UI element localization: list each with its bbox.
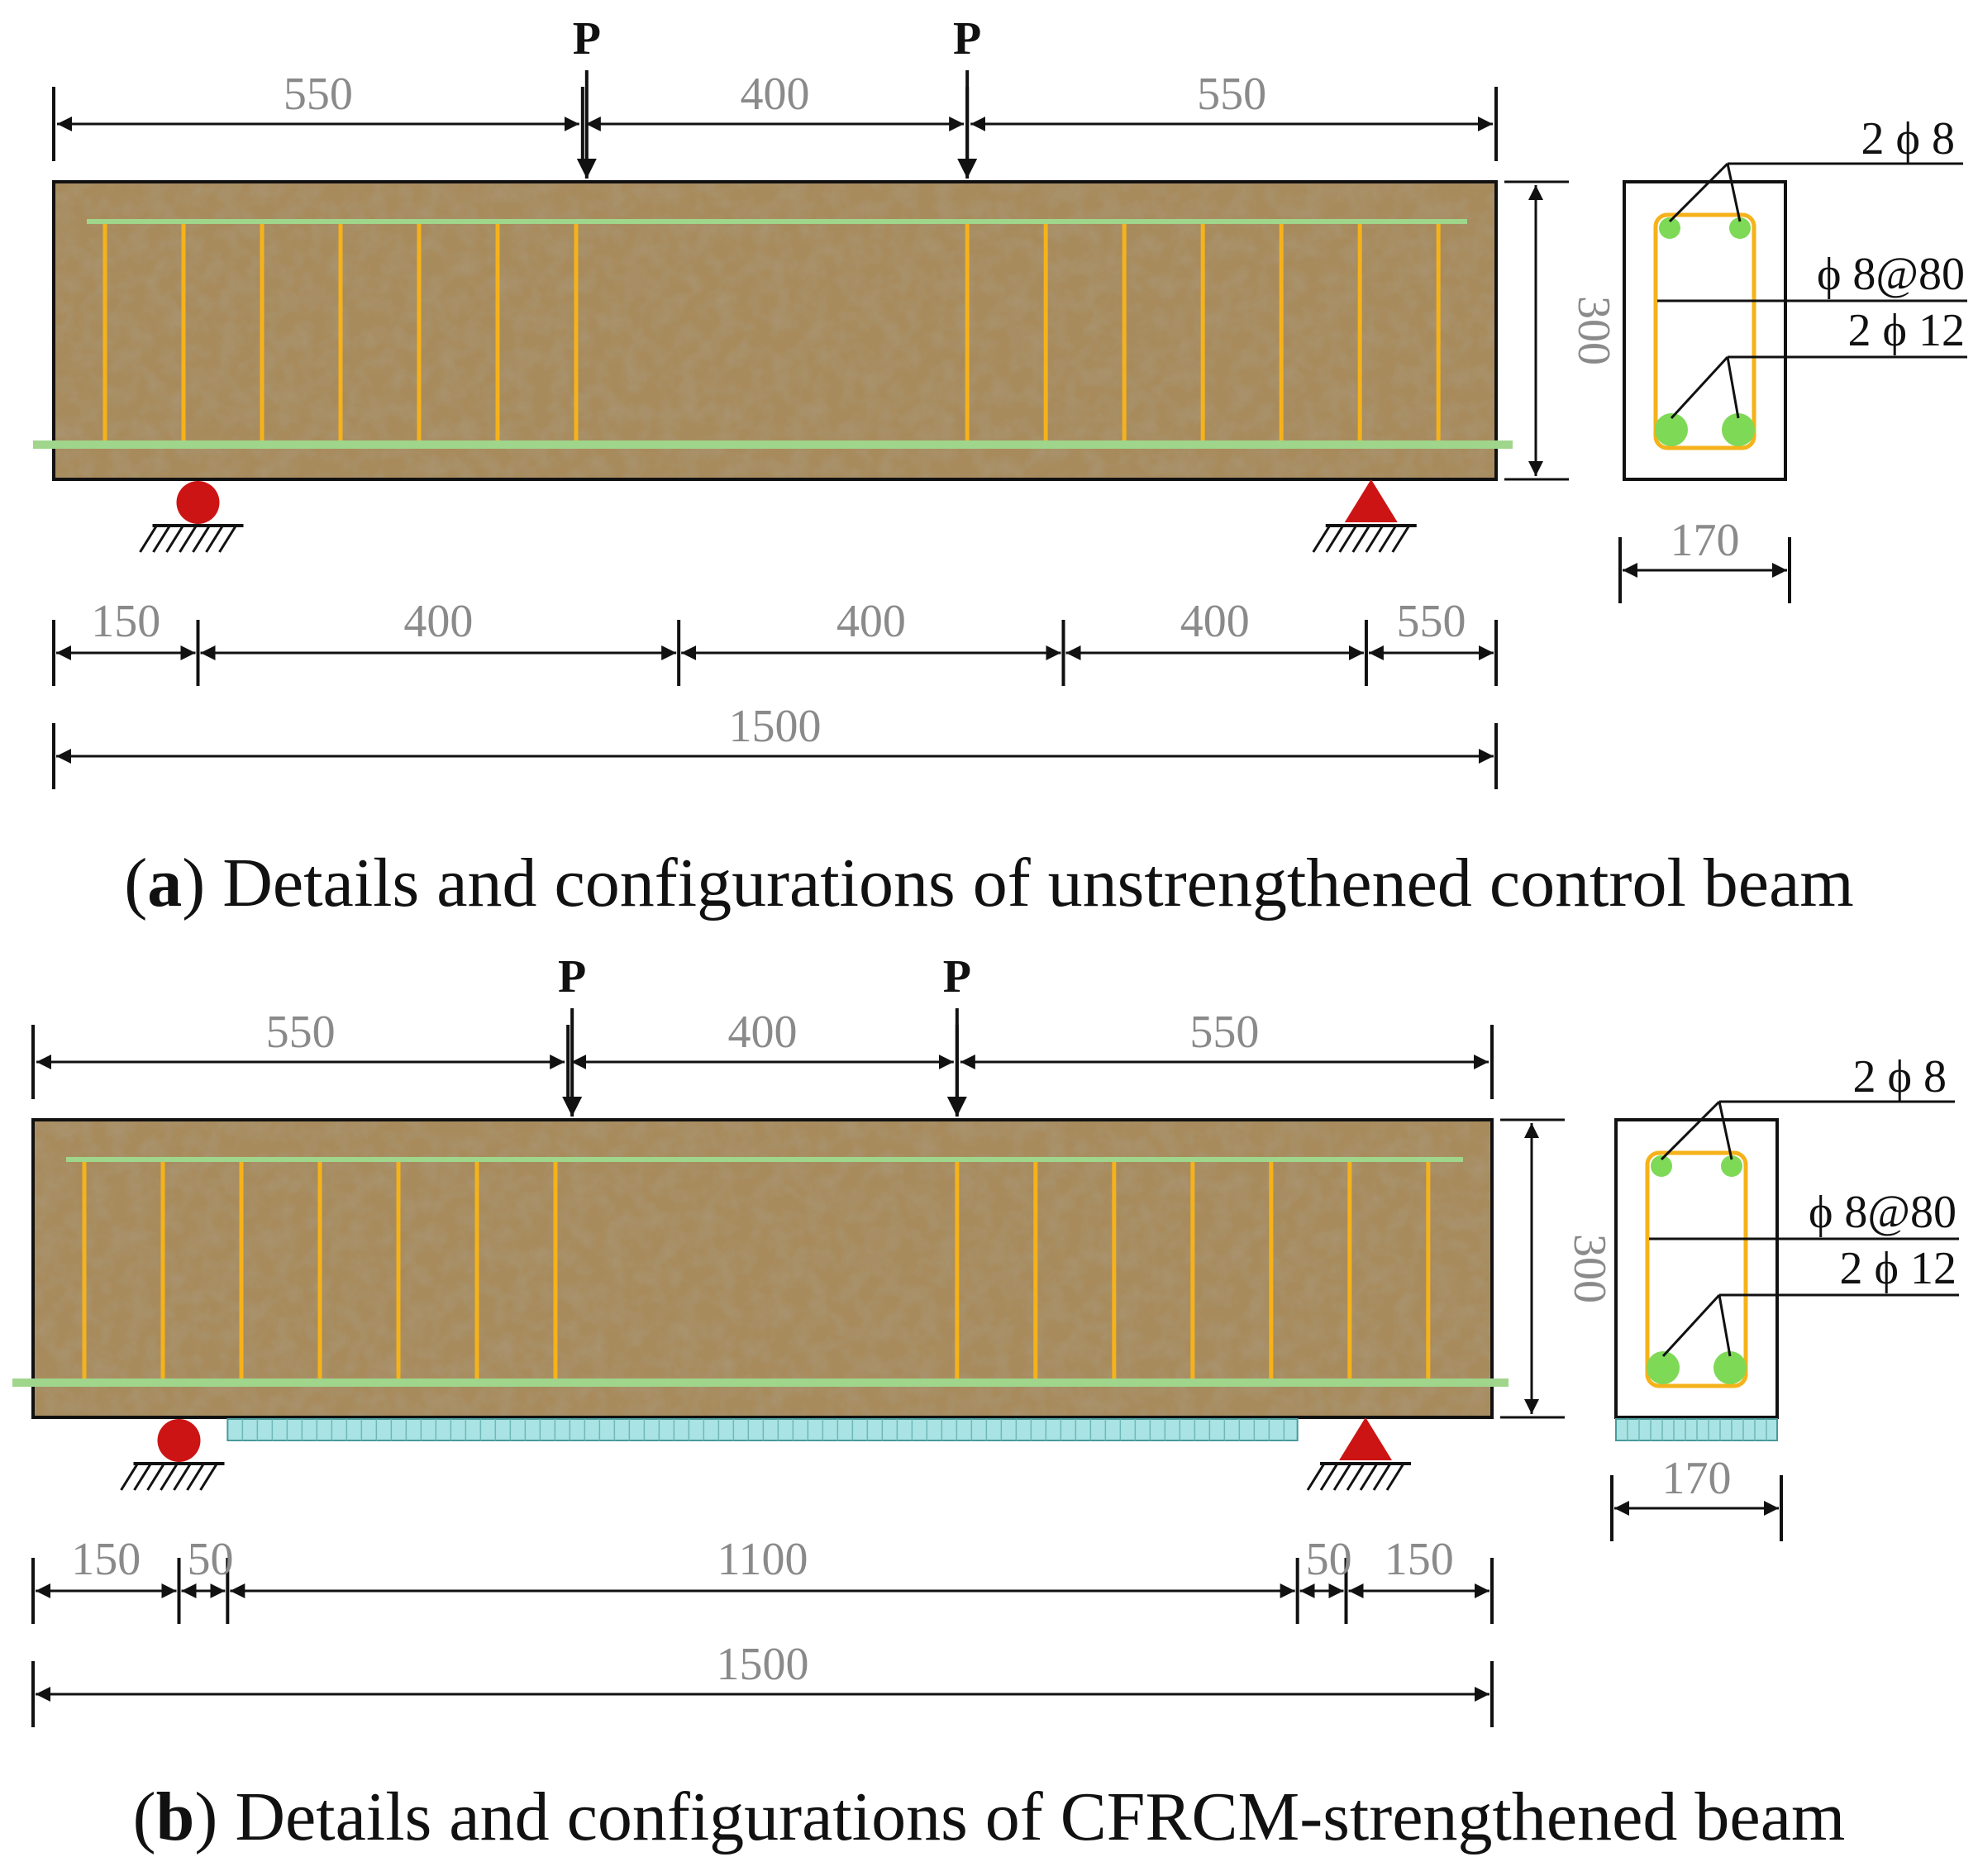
leader-top-bar-1 <box>1718 1101 1733 1160</box>
section-outline <box>1623 180 1787 481</box>
top-dim-2-label: 550 <box>1197 69 1266 120</box>
leader-bottom-bar-1 <box>1718 1294 1732 1357</box>
bottom-dim-3-label: 400 <box>1180 596 1250 647</box>
bottom-dim-2-label: 1100 <box>717 1534 808 1585</box>
ground-hatch <box>1325 525 1345 553</box>
top-dim-0-label: 550 <box>284 69 353 120</box>
total-dim-label: 1500 <box>729 701 822 752</box>
ground-hatch <box>1338 525 1358 553</box>
ground-hatch <box>1365 525 1385 553</box>
section-bottom-bar-1 <box>1713 1351 1747 1384</box>
top-dim-0-label: 550 <box>266 1007 336 1058</box>
bottom-dim-0-label: 150 <box>91 596 160 647</box>
width-dim-label: 170 <box>1671 515 1740 566</box>
load-label-1: P <box>943 951 971 1002</box>
leader-bottom-bar-0 <box>1670 355 1729 420</box>
beam-outline <box>52 180 1498 481</box>
beam-concrete <box>54 182 1496 479</box>
leader-top-bar-0 <box>1668 162 1729 223</box>
caption-b-text: Details and configurations of CFRCM-stre… <box>235 1778 1846 1855</box>
ground-hatch <box>1359 1463 1379 1491</box>
section-outline <box>1614 1118 1779 1419</box>
top-dim-2-label: 550 <box>1189 1007 1259 1058</box>
caption-a-letter: a <box>147 845 183 921</box>
pin-support <box>1344 479 1398 522</box>
ground-hatch <box>165 525 184 553</box>
ground-hatch <box>160 1463 179 1491</box>
ground-hatch <box>120 1463 139 1491</box>
label-top-bars: 2 ϕ 8 <box>1861 113 1955 164</box>
ground-hatch <box>146 1463 165 1491</box>
bottom-dim-1-label: 400 <box>403 596 473 647</box>
caption-a-text: Details and configurations of unstrength… <box>222 845 1854 921</box>
ground-hatch <box>1306 1463 1326 1491</box>
caption-a: (a) Details and configurations of unstre… <box>124 845 1854 921</box>
section-top-bar-0 <box>1651 1155 1672 1177</box>
ground-hatch <box>1346 1463 1366 1491</box>
ground-hatch <box>1391 525 1411 553</box>
cfrcm-laminate <box>226 1418 1299 1441</box>
ground-hatch <box>205 525 224 553</box>
panel-a: 550 400 550 P P 300 150 400 400 400 550 1500 2 ϕ 8 ϕ … <box>33 13 1967 789</box>
ground-hatch <box>199 1463 218 1491</box>
width-dim-label: 170 <box>1662 1453 1732 1504</box>
load-label-0: P <box>558 951 586 1002</box>
ground-hatch <box>152 525 171 553</box>
bottom-dim-4-label: 150 <box>1385 1534 1454 1585</box>
beam-concrete <box>33 1120 1492 1417</box>
load-label-0: P <box>573 13 601 64</box>
leader-bottom-bar-0 <box>1661 1293 1721 1358</box>
panel-b: 550 400 550 P P 300 150 50 1100 50 150 1500 2 ϕ 8 ϕ 8… <box>12 951 1959 1727</box>
ground-hatch <box>1332 1463 1352 1491</box>
label-bottom-bars: 2 ϕ 12 <box>1848 305 1965 356</box>
section-bottom-bar-0 <box>1655 413 1688 446</box>
section-bottom-bar-0 <box>1647 1351 1680 1384</box>
top-dim-1-label: 400 <box>728 1007 798 1058</box>
roller-support <box>157 1419 201 1462</box>
bottom-dim-3-label: 50 <box>1306 1534 1352 1585</box>
ground-hatch <box>1319 1463 1339 1491</box>
ground-hatch <box>1351 525 1371 553</box>
ground-hatch <box>1378 525 1398 553</box>
section-stirrup <box>1653 212 1756 450</box>
section-top-bar-1 <box>1729 217 1751 239</box>
roller-support <box>176 481 220 524</box>
bottom-dim-1-label: 50 <box>188 1534 234 1585</box>
ground-hatch <box>179 525 198 553</box>
section-top-bar-0 <box>1659 217 1680 239</box>
ground-hatch <box>139 525 158 553</box>
ground-hatch <box>186 1463 205 1491</box>
ground-hatch <box>1385 1463 1405 1491</box>
label-bottom-bars: 2 ϕ 12 <box>1840 1243 1957 1294</box>
leader-top-bar-0 <box>1660 1100 1721 1161</box>
ground-hatch <box>1312 525 1332 553</box>
label-top-bars: 2 ϕ 8 <box>1853 1051 1947 1102</box>
load-label-1: P <box>953 13 981 64</box>
bottom-dim-4-label: 550 <box>1396 596 1466 647</box>
pin-support <box>1339 1417 1393 1460</box>
section-top-bar-1 <box>1721 1155 1742 1177</box>
ground-hatch <box>192 525 211 553</box>
section-stirrup <box>1645 1150 1748 1388</box>
height-dim-label: 300 <box>1564 1234 1615 1303</box>
top-dim-1-label: 400 <box>741 69 810 120</box>
ground-hatch <box>133 1463 152 1491</box>
ground-hatch <box>218 525 237 553</box>
bottom-dim-0-label: 150 <box>71 1534 141 1585</box>
label-stirrups: ϕ 8@80 <box>1809 1187 1957 1238</box>
leader-top-bar-1 <box>1726 163 1742 222</box>
label-stirrups: ϕ 8@80 <box>1817 249 1965 300</box>
section-bottom-bar-1 <box>1722 413 1755 446</box>
caption-b: (b) Details and configurations of CFRCM-… <box>132 1778 1846 1855</box>
caption-b-letter: b <box>155 1778 195 1855</box>
bottom-dim-2-label: 400 <box>836 596 906 647</box>
beam-outline <box>31 1118 1494 1419</box>
height-dim-label: 300 <box>1568 296 1619 365</box>
ground-hatch <box>1372 1463 1392 1491</box>
leader-bottom-bar-1 <box>1726 356 1740 419</box>
total-dim-label: 1500 <box>717 1639 809 1690</box>
ground-hatch <box>173 1463 192 1491</box>
